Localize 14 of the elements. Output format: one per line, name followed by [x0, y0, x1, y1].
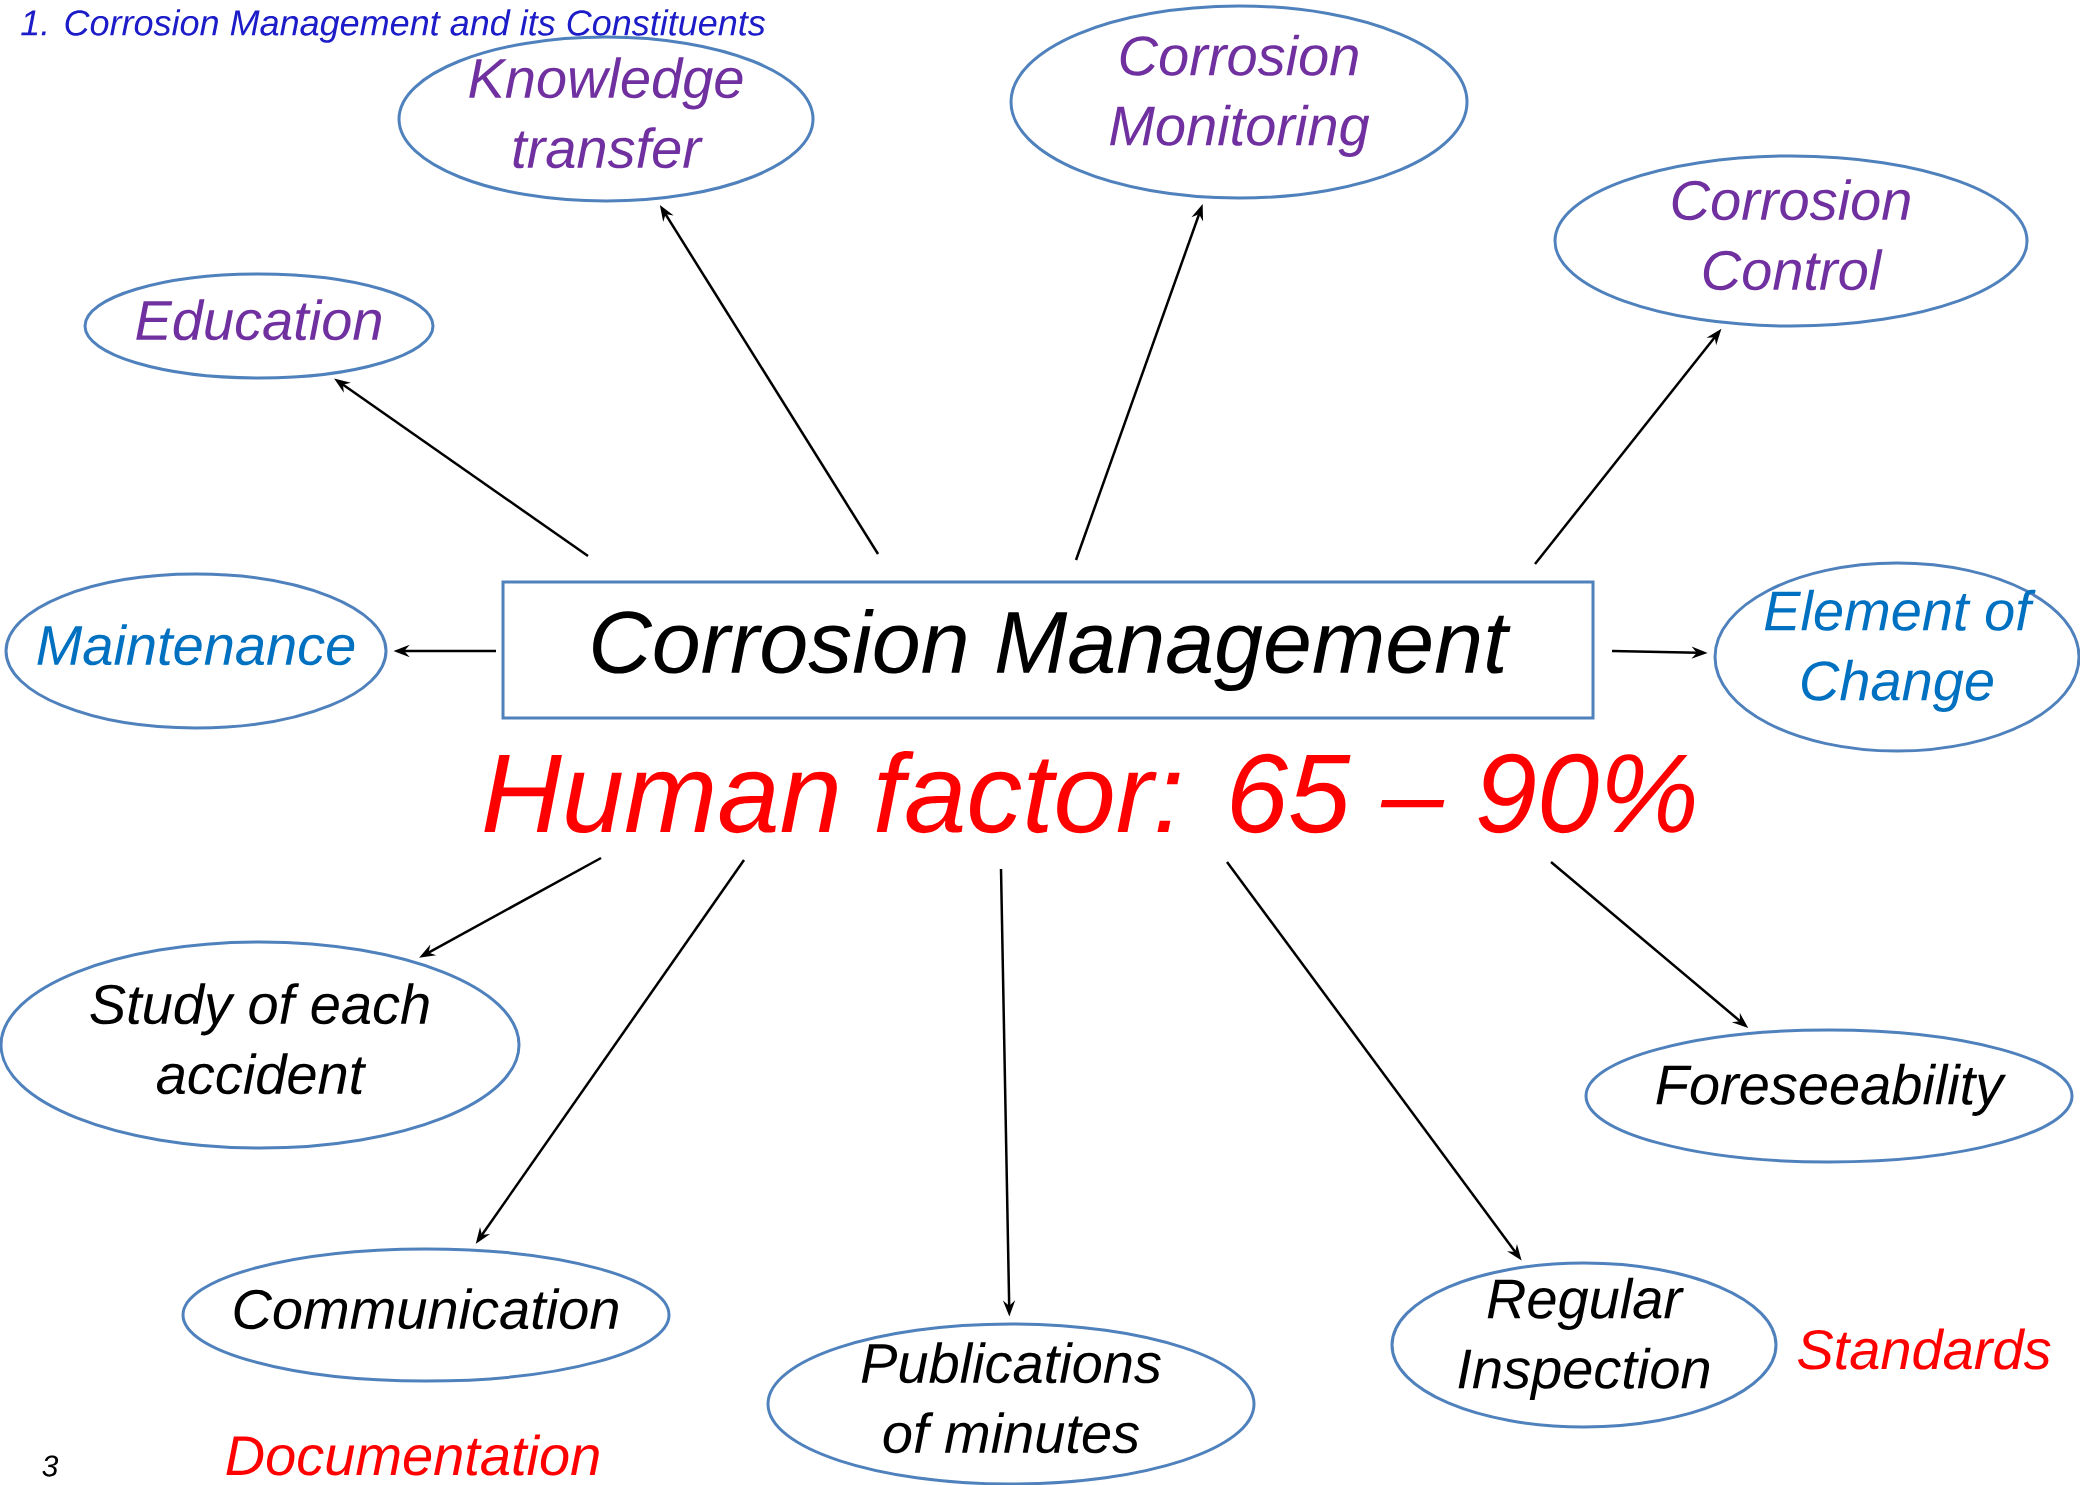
ellipse-node: Study of each accident: [0, 940, 521, 1150]
ellipse-node: Education: [83, 272, 435, 380]
ellipse-node: Communication: [181, 1247, 671, 1383]
ellipse-node: Foreseeability: [1584, 1028, 2074, 1164]
title-box: Corrosion Management: [501, 580, 1595, 720]
ellipse-node: Regular Inspection: [1390, 1261, 1778, 1429]
ellipse-node: Corrosion Control: [1553, 154, 2029, 328]
ellipse-node: Corrosion Monitoring: [1009, 4, 1469, 200]
label: Documentation: [226, 1434, 599, 1476]
label: Standards: [1797, 1328, 2051, 1370]
label: 3: [42, 1455, 59, 1477]
ellipse-node: Knowledge transfer: [397, 35, 815, 203]
highlight-text: Human factor: 65 – 90%: [484, 750, 1694, 834]
ellipse-node: Maintenance: [4, 572, 388, 730]
